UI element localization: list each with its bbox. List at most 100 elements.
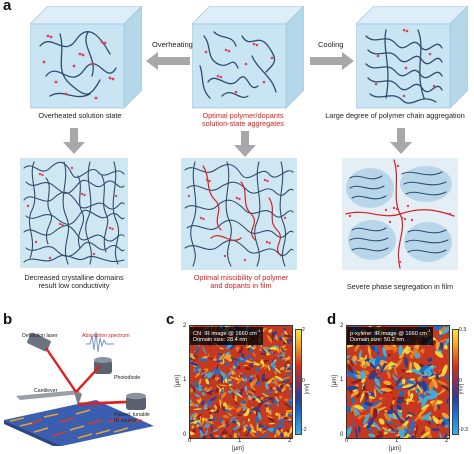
speckle xyxy=(208,411,212,415)
speckle xyxy=(284,370,292,373)
speckle xyxy=(224,378,228,384)
speckle xyxy=(444,375,449,380)
speckle xyxy=(380,361,387,374)
speckle xyxy=(265,381,269,390)
speckle xyxy=(288,366,292,369)
speckle xyxy=(193,413,198,421)
d-ytick-2: 2 xyxy=(340,323,344,329)
speckle xyxy=(402,345,409,354)
label-ir-source-line2: IR source xyxy=(114,418,137,424)
ir-image-cn-wavenumber-text: CN: IR image @ 1660 cm xyxy=(193,330,257,337)
speckle xyxy=(207,419,215,422)
speckle xyxy=(221,428,226,435)
speckle xyxy=(190,435,198,438)
caption-optimal-miscibility-line2: and dopants in film xyxy=(210,281,272,291)
speckle xyxy=(220,375,224,384)
speckle xyxy=(256,422,259,431)
speckle xyxy=(444,432,448,438)
speckle xyxy=(222,434,226,438)
speckle xyxy=(245,408,250,417)
speckle xyxy=(241,357,249,363)
speckle xyxy=(347,363,354,375)
speckle xyxy=(228,434,234,438)
speckle xyxy=(198,397,202,404)
speckle xyxy=(382,347,387,357)
speckle xyxy=(428,381,434,391)
speckle xyxy=(432,367,441,375)
speckle xyxy=(229,386,237,394)
speckle xyxy=(210,435,217,438)
speckle xyxy=(370,400,382,408)
speckle xyxy=(277,428,284,436)
caption-optimal-miscibility: Optimal miscibility of polymer and dopan… xyxy=(176,273,306,291)
speckle xyxy=(427,420,432,425)
speckle xyxy=(285,412,288,417)
speckle xyxy=(191,383,194,388)
speckle xyxy=(275,386,282,393)
speckle xyxy=(228,383,232,387)
speckle xyxy=(242,390,245,401)
speckle xyxy=(240,403,249,410)
speckle xyxy=(191,351,197,354)
speckle xyxy=(383,430,396,434)
speckle xyxy=(271,358,276,364)
speckle xyxy=(368,372,378,378)
speckle xyxy=(239,391,243,396)
cube-optimal-solution xyxy=(192,6,304,110)
speckle xyxy=(198,356,202,359)
speckle xyxy=(409,409,421,413)
speckle xyxy=(261,393,270,398)
speckle xyxy=(250,429,257,433)
speckle xyxy=(236,392,243,398)
speckle xyxy=(435,373,440,380)
speckle xyxy=(398,345,403,356)
speckle xyxy=(276,347,280,352)
speckle xyxy=(386,349,393,354)
speckle xyxy=(257,412,262,421)
speckle xyxy=(367,345,372,357)
speckle xyxy=(419,365,429,372)
speckle xyxy=(281,376,291,380)
speckle xyxy=(230,408,237,412)
speckle xyxy=(251,395,256,399)
speckle xyxy=(198,378,202,385)
speckle xyxy=(267,396,271,401)
speckle xyxy=(206,423,210,429)
speckle xyxy=(375,434,384,438)
speckle xyxy=(202,346,207,355)
speckle xyxy=(287,395,289,400)
ir-image-pxylene-overlay: p-xylene: IR image @ 1660 cm-1 Domain si… xyxy=(347,327,434,346)
speckle xyxy=(424,426,431,431)
speckle xyxy=(261,382,265,387)
c-ytick-2: 2 xyxy=(183,323,187,329)
speckle xyxy=(390,404,394,411)
speckle xyxy=(282,379,290,387)
ir-image-pxylene-domain-size: Domain size: 50.2 nm xyxy=(350,337,405,344)
speckle xyxy=(287,432,290,438)
c-cblabel: [mV] xyxy=(304,383,311,395)
speckle xyxy=(233,362,238,368)
c-colorbar xyxy=(295,329,302,435)
speckle xyxy=(223,402,228,409)
speckle xyxy=(236,376,243,385)
speckle xyxy=(441,412,449,419)
speckle xyxy=(420,430,425,435)
speckle xyxy=(244,378,248,382)
d-xlabel: [μm] xyxy=(389,446,401,452)
ir-image-cn-overlay: CN: IR image @ 1660 cm-1 Domain size: 28… xyxy=(190,327,264,346)
speckle xyxy=(280,432,283,438)
speckle xyxy=(204,368,208,371)
speckle xyxy=(253,343,257,350)
speckle xyxy=(233,400,239,406)
speckle xyxy=(347,404,349,413)
speckle xyxy=(382,427,388,431)
speckle xyxy=(289,381,292,388)
speckle xyxy=(362,390,370,393)
speckle xyxy=(391,372,401,381)
speckle xyxy=(190,361,199,367)
cube-overheated xyxy=(30,6,142,110)
speckle xyxy=(225,409,230,413)
speckle xyxy=(388,393,395,400)
caption-phase-segregation: Severe phase segregation in film xyxy=(346,282,454,291)
speckle xyxy=(374,346,379,353)
